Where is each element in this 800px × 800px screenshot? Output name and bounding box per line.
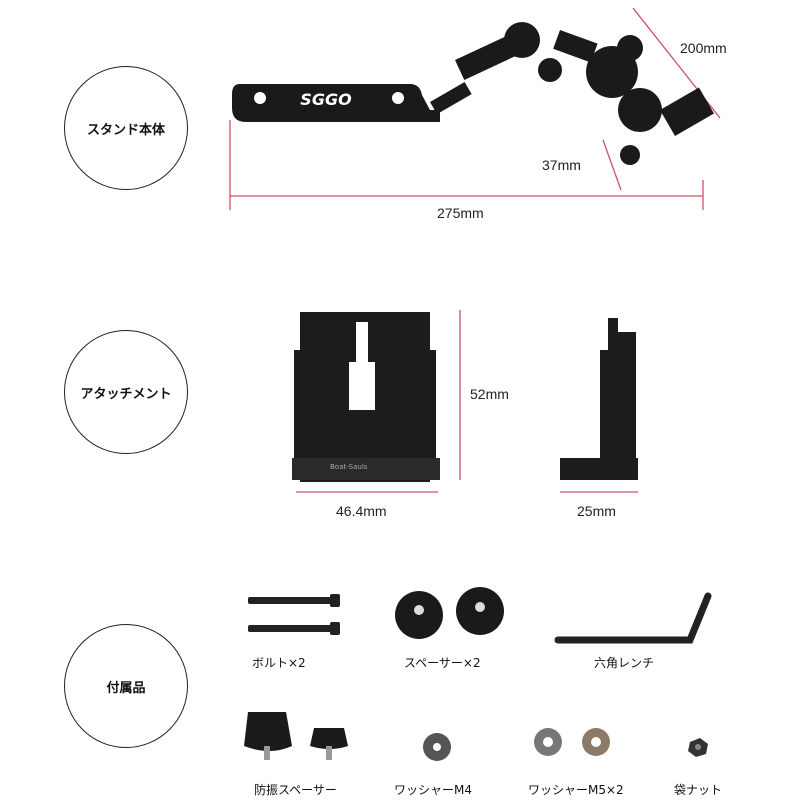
caption-rubber-spacer: 防振スペーサー [254, 783, 337, 797]
cap-nut-icon [688, 738, 708, 757]
stand-length-label: 275mm [437, 205, 484, 221]
caption-washer-m4: ワッシャーM4 [394, 783, 472, 797]
section-stand-label: スタンド本体 [64, 66, 188, 190]
section-accessories-text: 付属品 [106, 680, 146, 696]
section-accessories-label: 付属品 [64, 624, 188, 748]
bolt-icon [248, 594, 340, 635]
caption-spacer: スペーサー×2 [404, 656, 481, 670]
caption-bolt: ボルト×2 [252, 656, 306, 670]
attachment-side-image [560, 318, 638, 480]
stand-body-image [232, 22, 714, 165]
attachment-brand-text: Boat-Sauls [330, 463, 368, 471]
caption-washer-m5: ワッシャーM5×2 [528, 783, 624, 797]
rubber-spacer-icon [244, 712, 348, 760]
attachment-width-label: 46.4mm [336, 503, 387, 519]
attachment-dimension-lines [296, 310, 638, 493]
section-attachment-text: アタッチメント [80, 386, 172, 402]
hex-wrench-icon [554, 592, 712, 644]
caption-hex-wrench: 六角レンチ [594, 656, 655, 670]
caption-cap-nut: 袋ナット [674, 783, 723, 797]
attachment-front-image [292, 312, 440, 482]
attachment-side-label: 25mm [577, 503, 616, 519]
stand-height-label: 200mm [680, 40, 727, 56]
attachment-height-label: 52mm [470, 386, 509, 402]
spacer-icon [395, 587, 504, 639]
stand-logo: SGGO [300, 90, 352, 109]
washer-icon [423, 728, 610, 761]
section-attachment-label: アタッチメント [64, 330, 188, 454]
stand-depth-label: 37mm [542, 157, 581, 173]
section-stand-text: スタンド本体 [86, 122, 165, 138]
